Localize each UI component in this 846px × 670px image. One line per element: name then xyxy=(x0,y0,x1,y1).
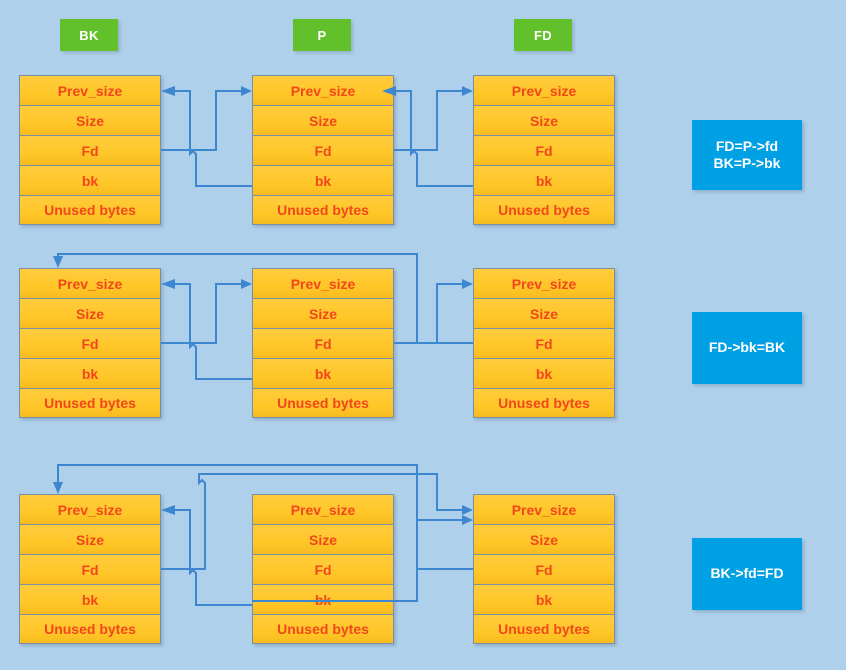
chunk-cell-unused: Unused bytes xyxy=(19,195,161,225)
chunk-row1-fd: Prev_size Size Fd bk Unused bytes xyxy=(473,75,615,225)
arrowhead-row3-fd-overhead-to-bk xyxy=(53,482,63,494)
chunk-cell-unused: Unused bytes xyxy=(252,195,394,225)
chunk-cell-prev-size: Prev_size xyxy=(252,268,394,298)
chunk-cell-fd: Fd xyxy=(252,135,394,165)
chunk-row1-p: Prev_size Size Fd bk Unused bytes xyxy=(252,75,394,225)
chunk-cell-unused: Unused bytes xyxy=(252,388,394,418)
chunk-cell-size: Size xyxy=(473,524,615,554)
chunk-cell-bk: bk xyxy=(473,584,615,614)
chunk-cell-fd: Fd xyxy=(473,135,615,165)
chunk-cell-fd: Fd xyxy=(19,554,161,584)
chunk-cell-bk: bk xyxy=(473,165,615,195)
chunk-cell-size: Size xyxy=(252,298,394,328)
chunk-cell-prev-size: Prev_size xyxy=(19,75,161,105)
arrow-row2-p-fd-to-fd xyxy=(394,283,466,344)
chunk-row2-bk: Prev_size Size Fd bk Unused bytes xyxy=(19,268,161,418)
chunk-row3-p: Prev_size Size Fd bk Unused bytes xyxy=(252,494,394,644)
callout-row3: BK->fd=FD xyxy=(692,538,802,610)
chunk-row2-p: Prev_size Size Fd bk Unused bytes xyxy=(252,268,394,418)
chunk-cell-unused: Unused bytes xyxy=(473,614,615,644)
chunk-cell-fd: Fd xyxy=(19,135,161,165)
callout-row1-line1: FD=P->fd xyxy=(715,137,779,154)
arrowhead-row2-p-bk-to-bk xyxy=(161,279,175,289)
chunk-cell-bk: bk xyxy=(19,165,161,195)
chunk-row1-bk: Prev_size Size Fd bk Unused bytes xyxy=(19,75,161,225)
chunk-cell-unused: Unused bytes xyxy=(19,614,161,644)
column-header-p-label: P xyxy=(317,27,327,43)
callout-row2-line1: FD->bk=BK xyxy=(708,339,786,356)
column-header-fd: FD xyxy=(514,19,572,51)
chunk-cell-size: Size xyxy=(19,105,161,135)
column-header-bk-label: BK xyxy=(79,27,99,43)
arrowhead-row2-p-fd-to-fd xyxy=(462,279,473,289)
callout-row3-line1: BK->fd=FD xyxy=(710,565,784,582)
chunk-cell-size: Size xyxy=(473,105,615,135)
arrow-row2-bk-fd-to-p xyxy=(161,283,245,344)
chunk-cell-fd: Fd xyxy=(19,328,161,358)
chunk-cell-fd: Fd xyxy=(252,554,394,584)
arrow-row1-bk-fd-to-p xyxy=(161,90,245,151)
callout-row1-line2: BK=P->bk xyxy=(713,155,781,171)
column-header-bk: BK xyxy=(60,19,118,51)
arrow-row3-p-bk-to-bk xyxy=(175,509,252,606)
chunk-cell-prev-size: Prev_size xyxy=(473,494,615,524)
chunk-cell-size: Size xyxy=(473,298,615,328)
chunk-cell-bk: bk xyxy=(19,584,161,614)
chunk-cell-bk: bk xyxy=(252,165,394,195)
arrowhead-row3-p-bk-to-fd xyxy=(462,515,473,525)
chunk-cell-fd: Fd xyxy=(473,328,615,358)
chunk-cell-unused: Unused bytes xyxy=(473,388,615,418)
chunk-cell-unused: Unused bytes xyxy=(19,388,161,418)
arrow-row1-p-fd-to-fd xyxy=(394,90,466,151)
chunk-cell-bk: bk xyxy=(252,358,394,388)
arrowhead-row3-bk-fd-to-fd xyxy=(462,505,473,515)
callout-row2: FD->bk=BK xyxy=(692,312,802,384)
chunk-cell-size: Size xyxy=(252,105,394,135)
column-header-p: P xyxy=(293,19,351,51)
chunk-cell-bk: bk xyxy=(252,584,394,614)
chunk-cell-prev-size: Prev_size xyxy=(473,75,615,105)
arrowhead-row2-fd-overhead-to-bk xyxy=(53,256,63,268)
chunk-cell-bk: bk xyxy=(19,358,161,388)
chunk-cell-unused: Unused bytes xyxy=(252,614,394,644)
chunk-cell-prev-size: Prev_size xyxy=(473,268,615,298)
chunk-cell-unused: Unused bytes xyxy=(473,195,615,225)
chunk-cell-bk: bk xyxy=(473,358,615,388)
arrow-row1-p-bk-to-bk xyxy=(175,90,252,187)
chunk-cell-fd: Fd xyxy=(473,554,615,584)
chunk-cell-prev-size: Prev_size xyxy=(19,494,161,524)
arrowhead-row1-p-fd-to-fd xyxy=(462,86,473,96)
chunk-row3-bk: Prev_size Size Fd bk Unused bytes xyxy=(19,494,161,644)
arrow-row2-p-bk-to-bk xyxy=(175,283,252,380)
chunk-cell-prev-size: Prev_size xyxy=(19,268,161,298)
chunk-cell-size: Size xyxy=(252,524,394,554)
chunk-cell-size: Size xyxy=(19,524,161,554)
arrowhead-row3-p-bk-to-bk xyxy=(161,505,175,515)
arrowhead-row1-p-bk-to-bk xyxy=(161,86,175,96)
chunk-cell-fd: Fd xyxy=(252,328,394,358)
column-header-fd-label: FD xyxy=(534,27,552,43)
chunk-row2-fd: Prev_size Size Fd bk Unused bytes xyxy=(473,268,615,418)
chunk-cell-prev-size: Prev_size xyxy=(252,75,394,105)
arrow-row1-fd-bk-to-p xyxy=(396,90,473,187)
chunk-cell-prev-size: Prev_size xyxy=(252,494,394,524)
arrowhead-row1-bk-fd-to-p xyxy=(241,86,252,96)
chunk-cell-size: Size xyxy=(19,298,161,328)
chunk-row3-fd: Prev_size Size Fd bk Unused bytes xyxy=(473,494,615,644)
callout-row1: FD=P->fd BK=P->bk xyxy=(692,120,802,190)
arrowhead-row2-bk-fd-to-p xyxy=(241,279,252,289)
